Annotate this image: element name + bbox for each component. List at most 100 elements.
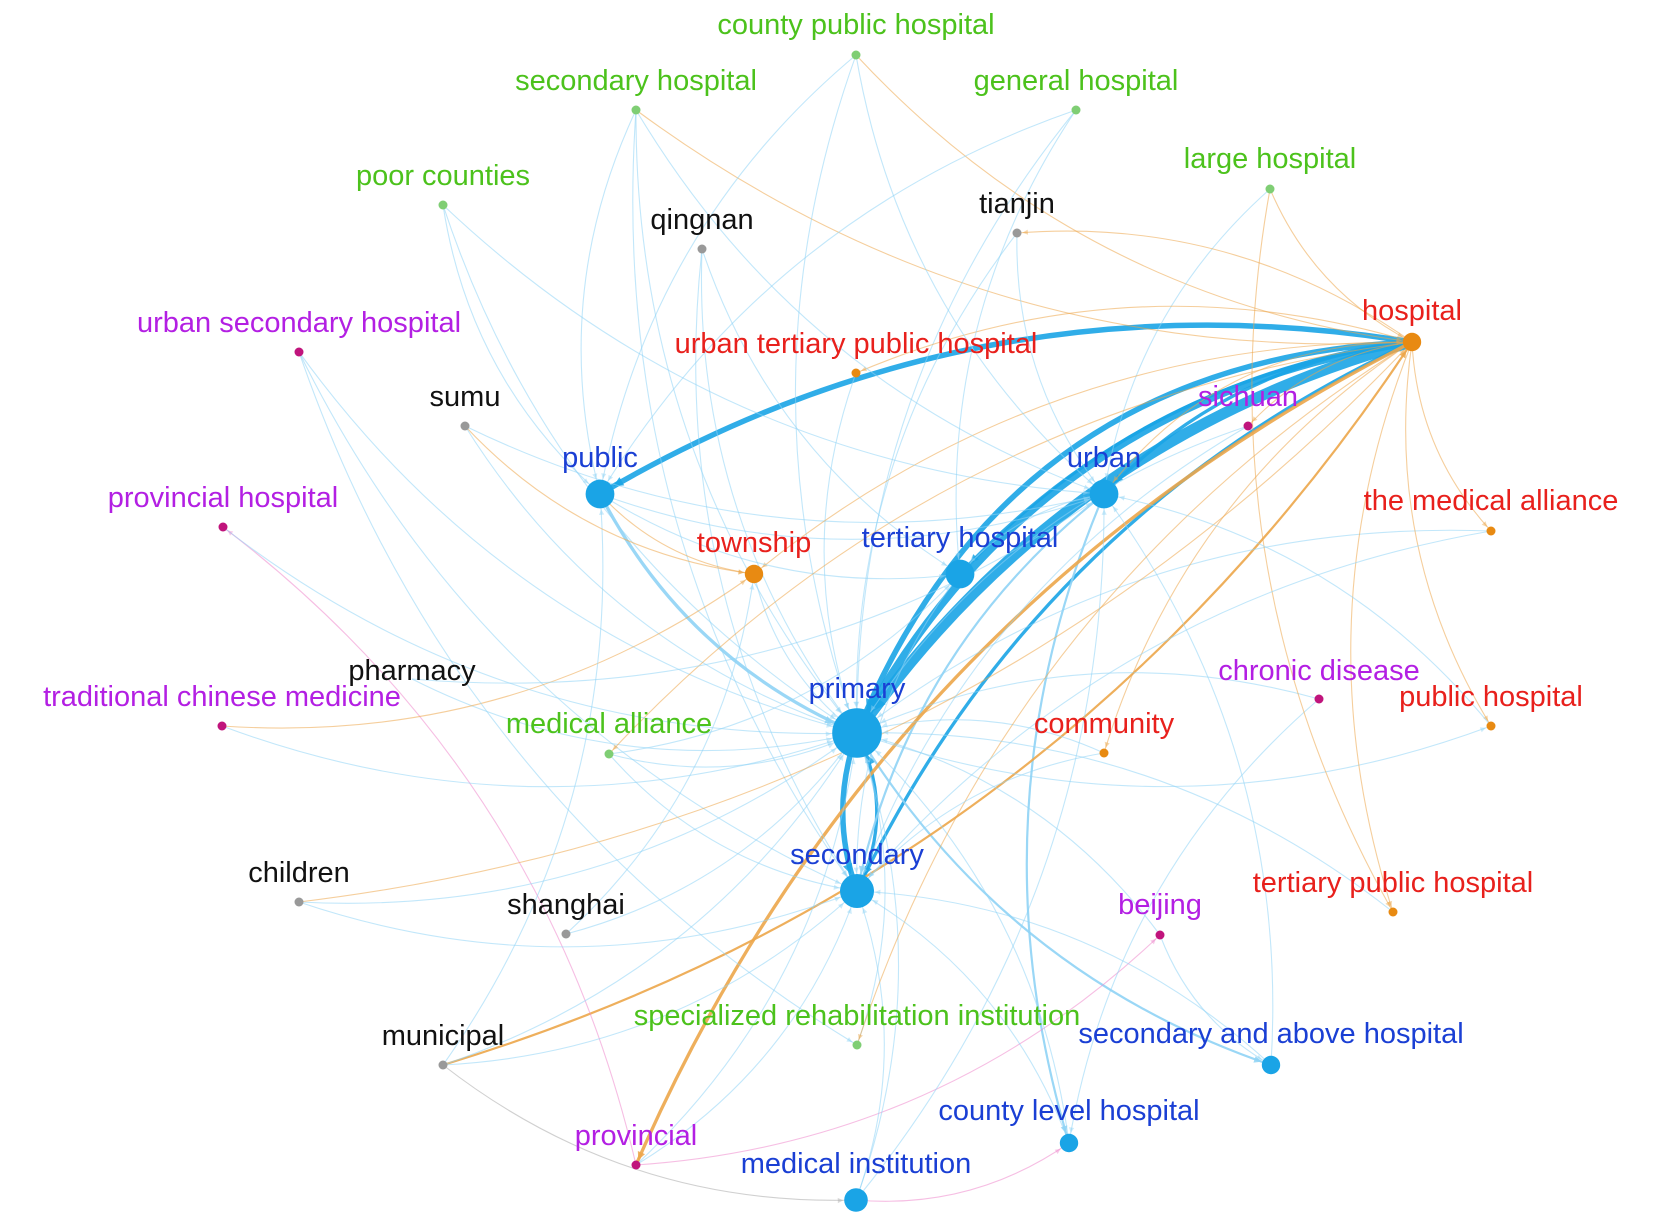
node-public[interactable] [585,479,615,509]
node-tertiary-public-hospital[interactable] [1388,907,1398,917]
edge-secondary_and_above_hospital-secondary [856,890,1272,1066]
edge-poor_counties-public [442,204,601,495]
node-chronic-disease[interactable] [1314,694,1324,704]
node-label-medical-institution: medical institution [741,1148,972,1180]
node-beijing[interactable] [1155,930,1165,940]
node-medical-alliance[interactable] [604,749,614,759]
edge-hospital-sichuan [1247,341,1413,427]
node-county-public-hospital[interactable] [851,50,861,60]
node-county-level-hospital[interactable] [1059,1133,1079,1153]
edge-pharmacy-urban [411,493,1105,684]
node-hospital[interactable] [1402,332,1422,352]
edge-arrow-large_hospital-urban [1104,473,1110,479]
node-provincial[interactable] [631,1160,641,1170]
edge-arrow-qingnan-tertiary_hospital [940,560,947,566]
node-secondary-hospital[interactable] [631,105,641,115]
edge-children-secondary [298,890,858,948]
node-urban-tertiary-public-hospital[interactable] [851,368,861,378]
node-primary[interactable] [832,708,882,758]
edge-arrow-hospital-urban [1113,475,1119,482]
edge-hospital-provincial [634,340,1413,1166]
edge-arrow-secondary_and_above_hospital-secondary [874,889,881,895]
edge-chronic_disease-primary [856,672,1320,734]
edges-layer [221,54,1492,1204]
edge-arrow-children-primary [830,748,837,754]
edge-urban-tertiary_hospital [959,493,1105,575]
edge-arrow-qingnan-secondary [841,870,848,876]
node-township[interactable] [744,564,764,584]
node-specialized-rehabilitation-institution[interactable] [852,1040,862,1050]
node-label-beijing: beijing [1118,889,1202,921]
edge-public-township [599,493,755,575]
node-tianjin[interactable] [1012,228,1022,238]
node-label-tertiary-hospital: tertiary hospital [862,522,1059,554]
edge-arrow-large_hospital-tertiary_public_hospital [1385,901,1391,908]
node-tertiary-hospital[interactable] [945,559,975,589]
edge-arrow-qingnan-primary [835,706,842,713]
node-medical-institution[interactable] [844,1188,868,1212]
edge-arrow-secondary_hospital-public [592,473,598,480]
edge-arrow-beijing-secondary_and_above_hospital [1256,1055,1263,1060]
node-shanghai[interactable] [561,929,571,939]
edge-arrow-township-primary [830,712,837,718]
edge-arrow-primary-secondary_and_above_hospital [1253,1056,1262,1063]
edge-arrow-hospital-public_hospital [1483,715,1489,722]
edge-municipal-medical_institution [442,1064,857,1201]
node-secondary-and-above-hospital[interactable] [1261,1055,1281,1075]
edge-arrow-general_hospital-public [608,474,614,481]
edge-provincial-secondary [635,890,858,1166]
edge-arrow-hospital-community [1104,741,1110,748]
edge-municipal-hospital [442,341,1413,1067]
edge-arrow-traditional_chinese_medicine-primary [826,740,833,746]
node-urban[interactable] [1089,479,1119,509]
edge-arrow-hospital-urban_tertiary_public_hospital [861,366,868,372]
edge-provincial-primary [635,732,858,1166]
node-sumu[interactable] [460,421,470,431]
node-municipal[interactable] [438,1060,448,1070]
edge-arrow-county_level_hospital-secondary [872,900,879,906]
node-children[interactable] [294,897,304,907]
edge-public-tertiary_hospital [599,493,961,580]
edge-arrow-urban_secondary_hospital-specialized_rehabilitation_institution [846,1037,853,1043]
node-label-specialized-rehabilitation-institution: specialized rehabilitation institution [634,1000,1081,1032]
edge-tianjin-urban [1016,232,1105,495]
node-sichuan[interactable] [1243,421,1253,431]
edge-traditional_chinese_medicine-township [221,573,755,729]
edge-arrow-beijing-primary [882,737,888,744]
edge-arrow-urban-secondary [858,865,866,874]
edge-hospital-urban_tertiary_public_hospital [855,305,1413,374]
edge-community-primary [856,719,1105,754]
node-traditional-chinese-medicine[interactable] [217,721,227,731]
node-urban-secondary-hospital[interactable] [294,347,304,357]
node-poor-counties[interactable] [438,200,448,210]
edge-provincial-beijing [635,934,1161,1166]
edge-tianjin-primary [855,232,1018,734]
edge-arrow-general_hospital-tertiary_hospital [955,553,961,559]
node-community[interactable] [1099,748,1109,758]
edge-hospital-specialized_rehabilitation_institution [856,341,1413,1046]
edge-hospital-urban [1102,340,1413,496]
edge-public-primary [598,493,858,735]
edge-arrow-county_public_hospital-urban [1086,478,1093,484]
node-qingnan[interactable] [697,244,707,254]
edge-arrow-provincial-beijing [1150,938,1157,945]
node-large-hospital[interactable] [1265,184,1275,194]
node-label-urban-tertiary-public-hospital: urban tertiary public hospital [675,328,1038,360]
edge-arrow-poor_counties-urban [1083,490,1089,496]
edge-arrow-pharmacy-urban [1085,502,1092,509]
node-secondary[interactable] [840,874,874,908]
edge-arrow-tertiary_hospital-secondary [853,867,859,874]
edge-arrow-county_public_hospital-hospital [1396,337,1402,343]
node-public-hospital[interactable] [1486,721,1496,731]
node-label-poor-counties: poor counties [356,160,530,192]
edge-large_hospital-tertiary_public_hospital [1251,188,1394,913]
edge-arrow-tianjin-urban [1089,476,1095,482]
node-provincial-hospital[interactable] [218,522,228,532]
edge-arrow-large_hospital-hospital [1396,332,1403,338]
node-the-medical-alliance[interactable] [1486,526,1496,536]
node-label-primary: primary [809,673,906,705]
edge-general_hospital-primary [856,109,1077,734]
node-general-hospital[interactable] [1071,105,1081,115]
edge-general_hospital-tertiary_hospital [955,109,1077,575]
edge-arrow-hospital-public [613,477,625,487]
